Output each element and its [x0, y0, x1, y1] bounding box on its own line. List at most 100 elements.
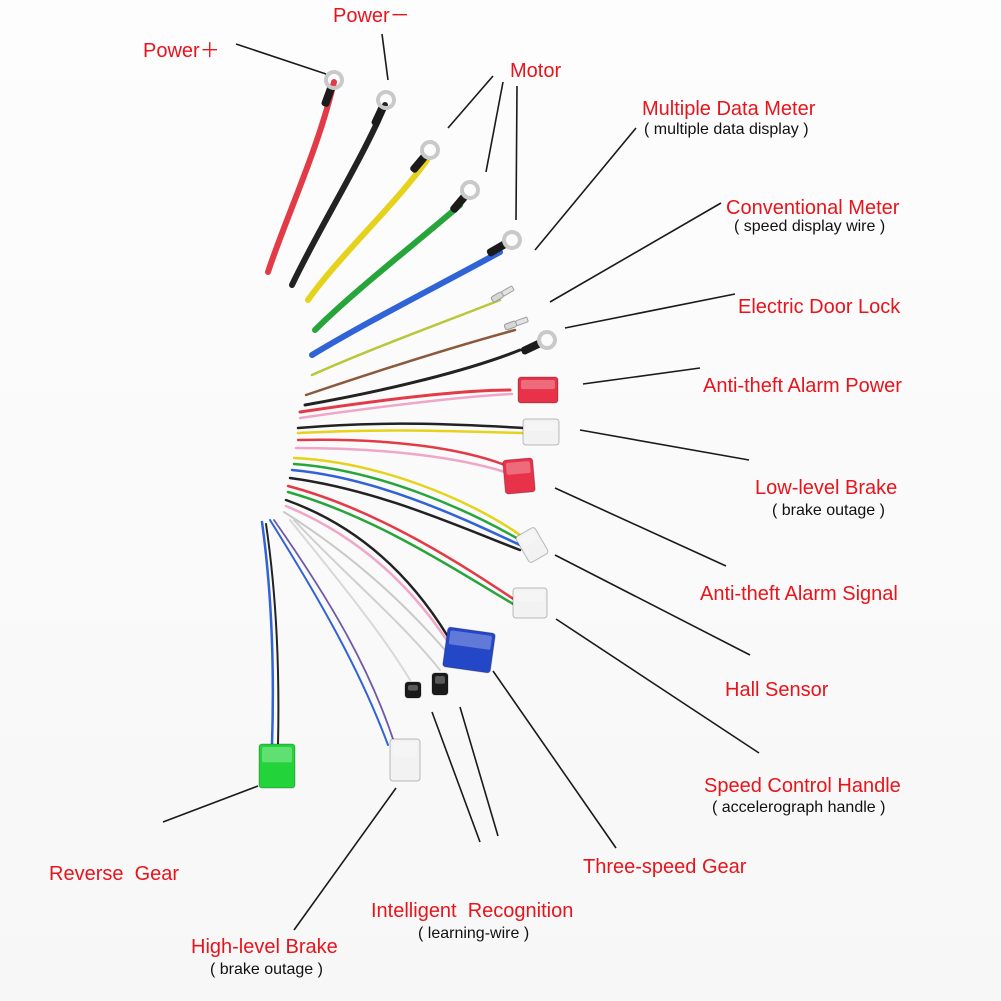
- wire-motor-blue: [309, 249, 503, 358]
- label-conventional-meter: Conventional Meter: [726, 197, 900, 219]
- label-speed-control-handle: Speed Control Handle: [704, 775, 901, 797]
- label-electric-door-lock: Electric Door Lock: [738, 296, 901, 318]
- leader-line: [459, 706, 499, 837]
- leader-line-layer: [162, 33, 760, 931]
- terminal-ring: [376, 90, 396, 110]
- plug-connector-icon: [389, 738, 421, 782]
- leader-line: [162, 785, 259, 823]
- wire-motor-yellow: [305, 157, 430, 303]
- wire-reverse-a: [260, 520, 275, 747]
- label-anti-theft-alarm-power: Anti-theft Alarm Power: [703, 375, 902, 397]
- terminal-sleeve: [321, 85, 335, 107]
- connector-body: [404, 681, 422, 699]
- plug-connector-icon: [502, 457, 536, 495]
- label-intelligent-recognition: Intelligent Recognition: [371, 900, 574, 922]
- leader-line: [485, 81, 504, 173]
- wire-motor-green: [312, 202, 463, 333]
- connector-highlight: [519, 531, 538, 547]
- wire-alarm-power-b: [298, 392, 514, 420]
- connector-highlight: [505, 461, 531, 475]
- connector-highlight: [448, 630, 492, 650]
- sublabel-high-level-brake: ( brake outage ): [210, 961, 323, 978]
- terminal-ring: [537, 330, 557, 350]
- wire-hall-blue: [290, 468, 522, 547]
- sublabel-low-level-brake: ( brake outage ): [772, 502, 885, 519]
- leader-line: [549, 202, 722, 303]
- wire-electric-door-lock: [303, 348, 522, 407]
- ring-terminal-icon: [450, 180, 480, 213]
- connector-body: [522, 418, 560, 446]
- plug-connector-icon: [431, 672, 449, 696]
- label-power-plus: Power＋: [143, 40, 220, 62]
- connector-body: [389, 738, 421, 782]
- wire-layer: [260, 79, 526, 747]
- wire-low-brake-a: [296, 422, 526, 430]
- terminal-blade: [515, 316, 529, 326]
- wire-hall-yellow: [292, 456, 522, 537]
- wire-hall-green: [292, 462, 522, 542]
- connector-highlight: [408, 685, 418, 691]
- leader-line: [447, 75, 494, 129]
- label-multiple-data-meter: Multiple Data Meter: [642, 98, 816, 120]
- leader-line: [431, 711, 481, 843]
- terminal-sleeve: [486, 240, 508, 257]
- terminal-sleeve: [371, 104, 387, 127]
- terminal-ring: [324, 70, 344, 90]
- connector-highlight: [262, 747, 292, 763]
- connector-highlight: [521, 380, 555, 390]
- plug-connector-icon: [442, 626, 496, 674]
- ring-terminal-icon: [410, 140, 440, 173]
- wire-conventional-meter: [304, 328, 517, 397]
- terminal-layer: [258, 70, 560, 789]
- spade-terminal-icon: [490, 285, 515, 303]
- connector-highlight: [435, 676, 445, 684]
- plug-connector-icon: [258, 743, 296, 789]
- wire-reverse-b: [265, 523, 280, 746]
- leader-line: [515, 85, 518, 221]
- wire-learning-b: [293, 519, 441, 671]
- terminal-ring: [460, 180, 480, 200]
- wire-three-speed-b: [284, 504, 452, 647]
- connector-highlight: [526, 422, 556, 432]
- ring-terminal-icon: [371, 90, 396, 127]
- wire-three-speed-c: [283, 511, 446, 651]
- label-three-speed-gear: Three-speed Gear: [583, 856, 747, 878]
- label-reverse-gear: Reverse Gear: [49, 863, 180, 885]
- sublabel-speed-control-handle: ( accelerograph handle ): [712, 799, 886, 816]
- leader-line: [554, 487, 727, 567]
- leader-line: [564, 293, 736, 329]
- terminal-sleeve: [450, 193, 468, 213]
- plug-connector-icon: [517, 376, 559, 404]
- terminal-blade: [501, 285, 515, 297]
- connector-highlight: [516, 591, 544, 602]
- wire-high-brake-b: [273, 519, 396, 746]
- label-power-minus: Power－: [333, 5, 410, 27]
- spade-terminal-icon: [504, 316, 529, 331]
- wire-alarm-signal-a: [296, 438, 507, 467]
- label-hall-sensor: Hall Sensor: [725, 679, 829, 701]
- plug-connector-icon: [512, 587, 548, 619]
- wire-hall-black: [288, 476, 522, 552]
- plug-connector-icon: [515, 527, 549, 563]
- wire-speed-red: [286, 484, 517, 602]
- connector-body: [431, 672, 449, 696]
- wire-three-speed-a: [284, 498, 452, 642]
- ring-terminal-icon: [520, 330, 557, 355]
- leader-line: [579, 429, 750, 461]
- connector-body: [515, 527, 549, 563]
- leader-line: [554, 554, 751, 656]
- terminal-sleeve: [410, 153, 428, 173]
- wire-alarm-signal-b: [294, 446, 507, 474]
- leader-line: [534, 127, 637, 251]
- terminal-sleeve: [520, 339, 543, 355]
- label-motor: Motor: [510, 60, 562, 82]
- wire-multiple-data-meter: [310, 298, 502, 377]
- sublabel-multiple-data-meter: ( multiple data display ): [644, 121, 809, 138]
- connector-body: [502, 457, 536, 495]
- wire-speed-green: [286, 490, 517, 607]
- connector-body: [442, 626, 496, 674]
- leader-line: [492, 670, 617, 849]
- label-low-level-brake: Low-level Brake: [755, 477, 898, 499]
- leader-line: [555, 618, 760, 754]
